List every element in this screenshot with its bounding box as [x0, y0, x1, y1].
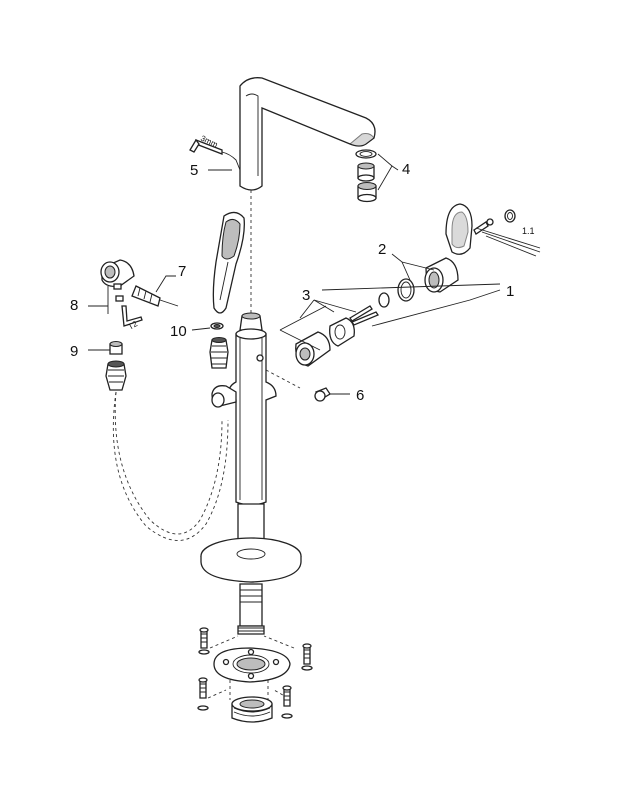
callout-9: 9 [70, 343, 78, 360]
callout-2: 2 [378, 241, 386, 258]
callout-1: 1 [506, 283, 514, 300]
callout-4: 4 [402, 161, 410, 178]
hose-dotted [112, 391, 229, 541]
callout-8: 8 [70, 297, 78, 314]
spout [239, 77, 376, 191]
hand-shower [212, 211, 245, 314]
floor-mounting-parts [197, 627, 313, 723]
callout-3: 3 [302, 287, 310, 304]
faucet-body [191, 312, 302, 635]
callout-7: 7 [178, 263, 186, 280]
aerator-parts [355, 149, 399, 203]
callout-10: 10 [170, 323, 187, 340]
hose-connector-elbow: T2 [88, 259, 179, 391]
callout-numbers: 1 1.1 2 3 4 5 6 7 8 9 10 [70, 161, 535, 404]
mixer-cartridge-parts [265, 203, 541, 402]
callout-1-1: 1.1 [522, 226, 535, 236]
callout-6: 6 [356, 387, 364, 404]
callout-5: 5 [190, 162, 198, 179]
